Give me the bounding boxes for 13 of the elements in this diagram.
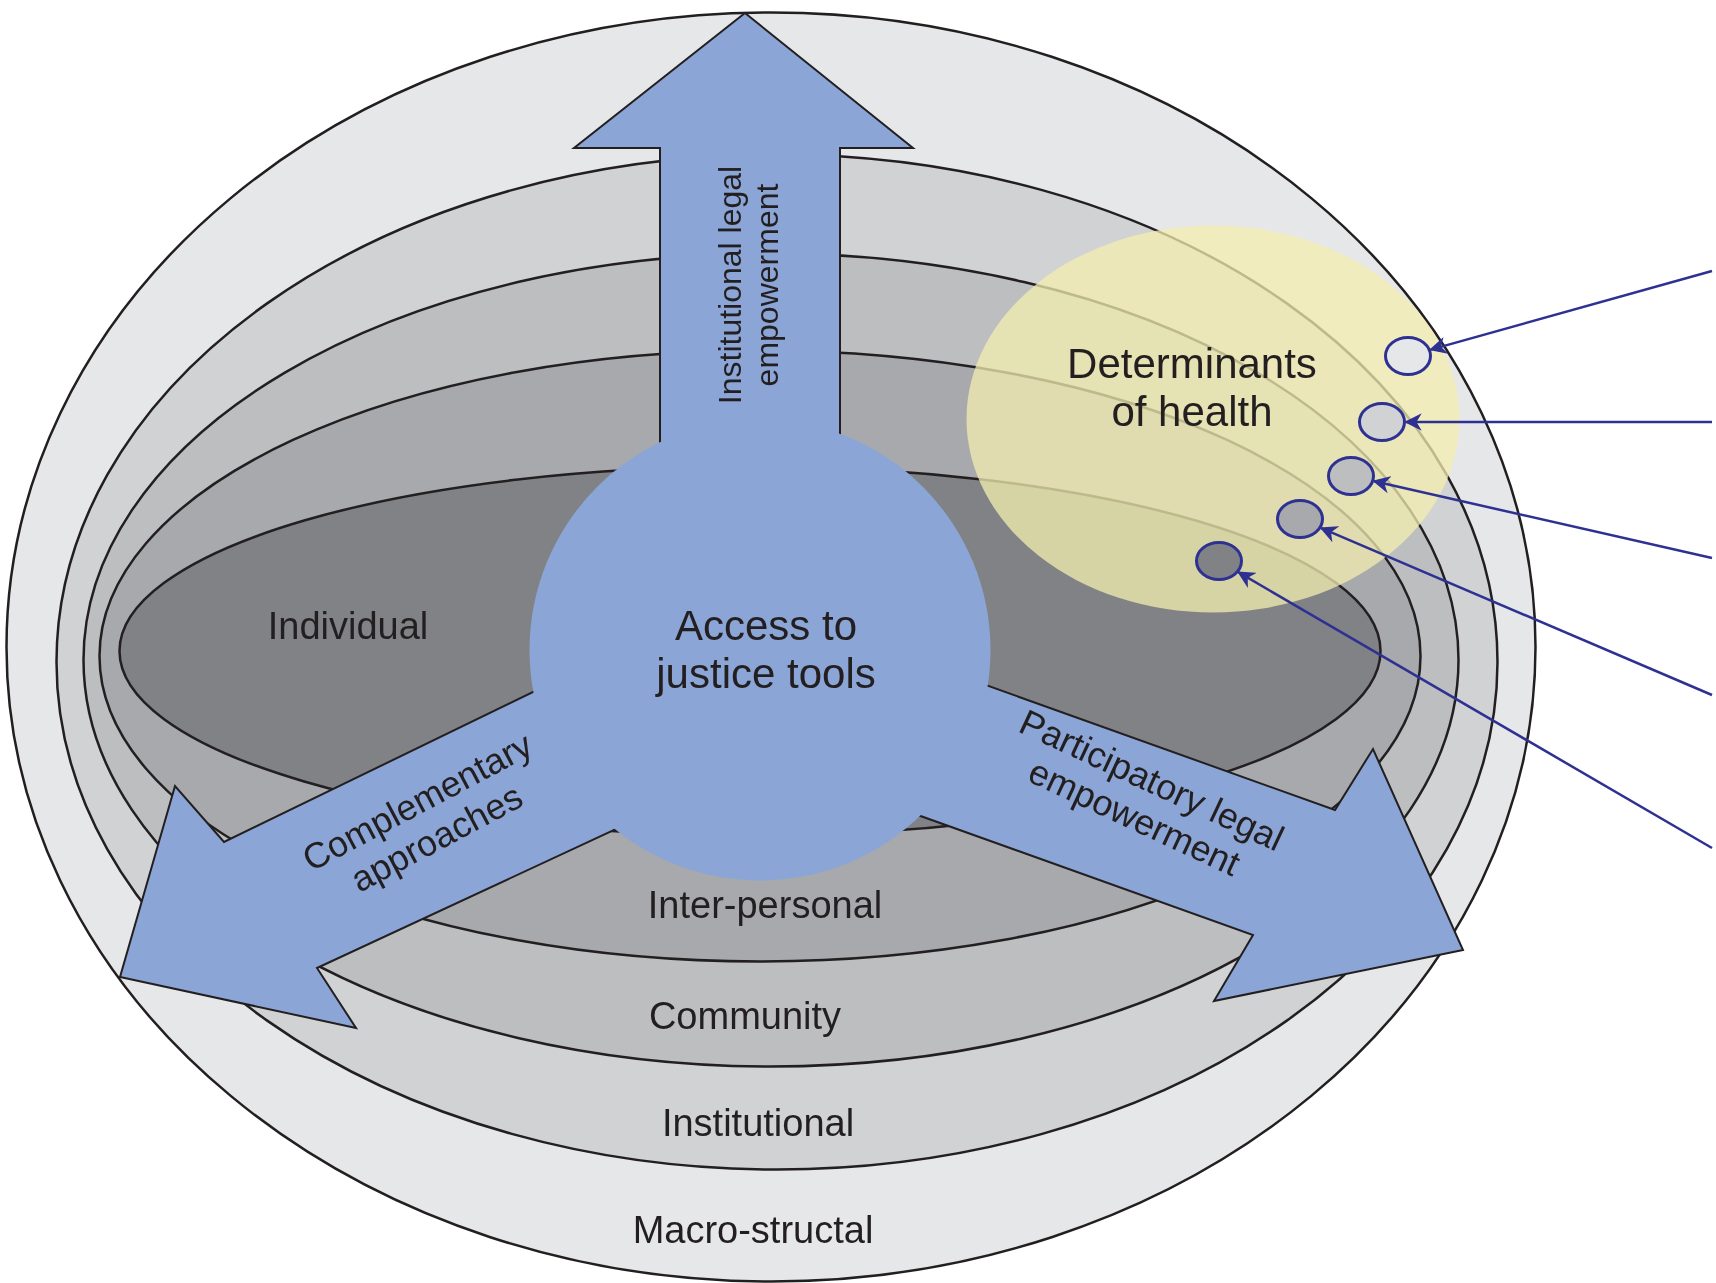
arrow — [1237, 571, 1713, 850]
hub-label: Access to justice tools — [654, 601, 877, 699]
arrow — [1319, 526, 1713, 697]
arrow — [1372, 476, 1713, 560]
band-label: Institutional — [661, 1102, 855, 1146]
arrow-label: Institutional legal empowerment — [712, 164, 786, 407]
arrow — [1404, 413, 1712, 431]
band-label: Individual — [267, 605, 429, 649]
band-label: Community — [648, 995, 842, 1039]
band-label: Macro-structal — [632, 1209, 874, 1253]
arrow — [1429, 269, 1713, 354]
area-label: Determinants of health — [1066, 339, 1318, 437]
band-label: Inter-personal — [647, 884, 883, 928]
